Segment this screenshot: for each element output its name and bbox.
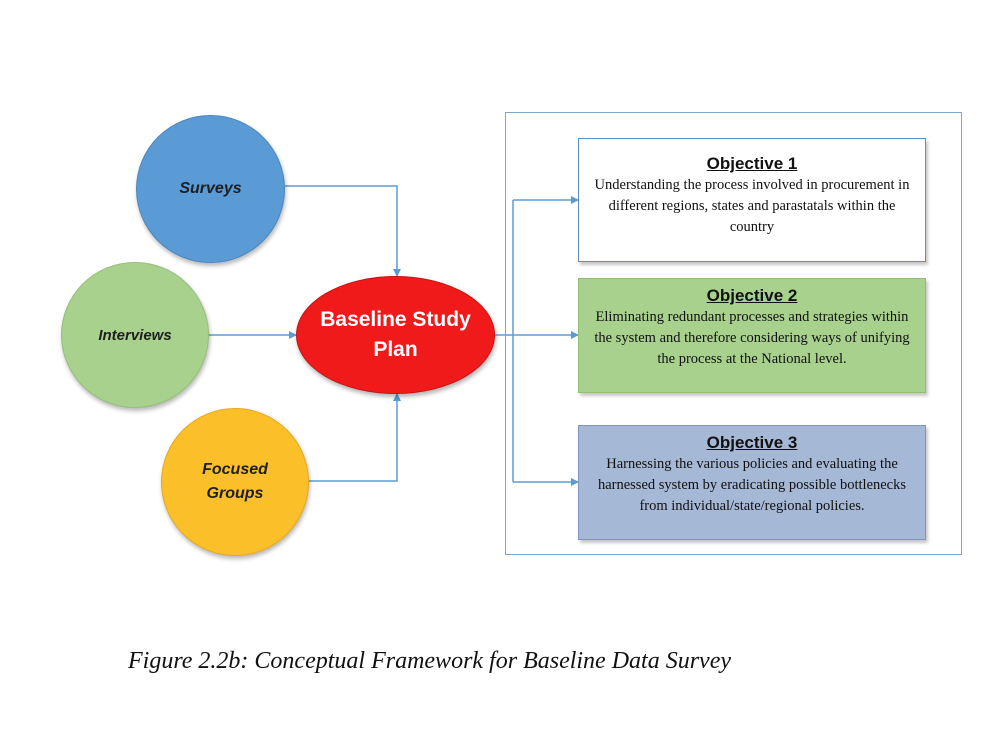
surveys-label: Surveys [179,180,242,197]
interviews-label: Interviews [98,326,172,344]
objective-3-text: Harnessing the various policies and eval… [597,456,907,514]
interviews-node: Interviews [61,262,209,408]
arrow-surveys-to-plan [285,185,401,277]
surveys-node: Surveys [136,115,285,263]
objectives-container [505,112,962,555]
objective-2-box: Objective 2 Eliminating redundant proces… [578,278,926,393]
objective-3-title: Objective 3 [706,433,798,452]
focused-groups-node: Focused Groups [161,408,309,556]
objective-1-text: Understanding the process involved in pr… [594,177,910,235]
objective-2-text: Eliminating redundant processes and stra… [594,309,910,367]
objective-1-box: Objective 1 Understanding the process in… [578,138,926,262]
baseline-study-plan-node: Baseline Study Plan [296,276,495,394]
objective-2-title: Objective 2 [706,286,798,305]
arrow-focused-to-plan [309,393,401,482]
objective-1-title: Objective 1 [706,154,798,173]
baseline-study-plan-label: Baseline Study Plan [320,308,471,361]
focused-groups-label: Focused Groups [202,461,268,502]
objective-3-box: Objective 3 Harnessing the various polic… [578,425,926,540]
figure-caption: Figure 2.2b: Conceptual Framework for Ba… [128,648,731,674]
